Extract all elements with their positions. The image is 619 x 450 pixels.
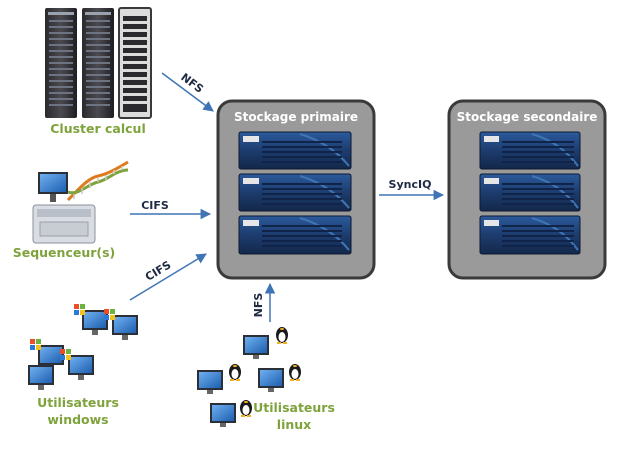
linux-users-label-line1: Utilisateurs (253, 400, 335, 415)
protocol-label-windows: CIFS (143, 258, 173, 283)
cluster-racks-icon (45, 7, 152, 119)
sequencer-icon (32, 160, 129, 244)
secondary-storage-title: Stockage secondaire (457, 110, 598, 124)
linux-users-label-line2: linux (277, 417, 311, 432)
windows-users-icon (28, 304, 138, 390)
secondary-storage-unit (479, 173, 581, 212)
linux-users-icon (197, 327, 301, 427)
protocol-label-linux: NFS (252, 293, 265, 318)
arrow-cluster-to-primary (161, 72, 214, 112)
secondary-storage-unit (479, 131, 581, 170)
secondary-storage-unit (479, 215, 581, 255)
primary-storage-title: Stockage primaire (234, 110, 358, 124)
primary-storage-unit (238, 215, 352, 255)
protocol-label-sequencer: CIFS (141, 199, 169, 212)
primary-storage-unit (238, 131, 352, 170)
protocol-label-replication: SyncIQ (389, 178, 432, 191)
primary-storage-panel (216, 99, 376, 280)
windows-users-label-line2: windows (47, 412, 108, 427)
primary-storage-unit (238, 173, 352, 212)
protocol-label-cluster: NFS (178, 71, 206, 96)
secondary-storage-panel (447, 99, 607, 280)
cluster-label: Cluster calcul (50, 121, 146, 136)
windows-users-label-line1: Utilisateurs (37, 395, 119, 410)
sequencer-label: Sequenceur(s) (13, 245, 116, 260)
arrow-windows-to-primary (129, 253, 207, 301)
